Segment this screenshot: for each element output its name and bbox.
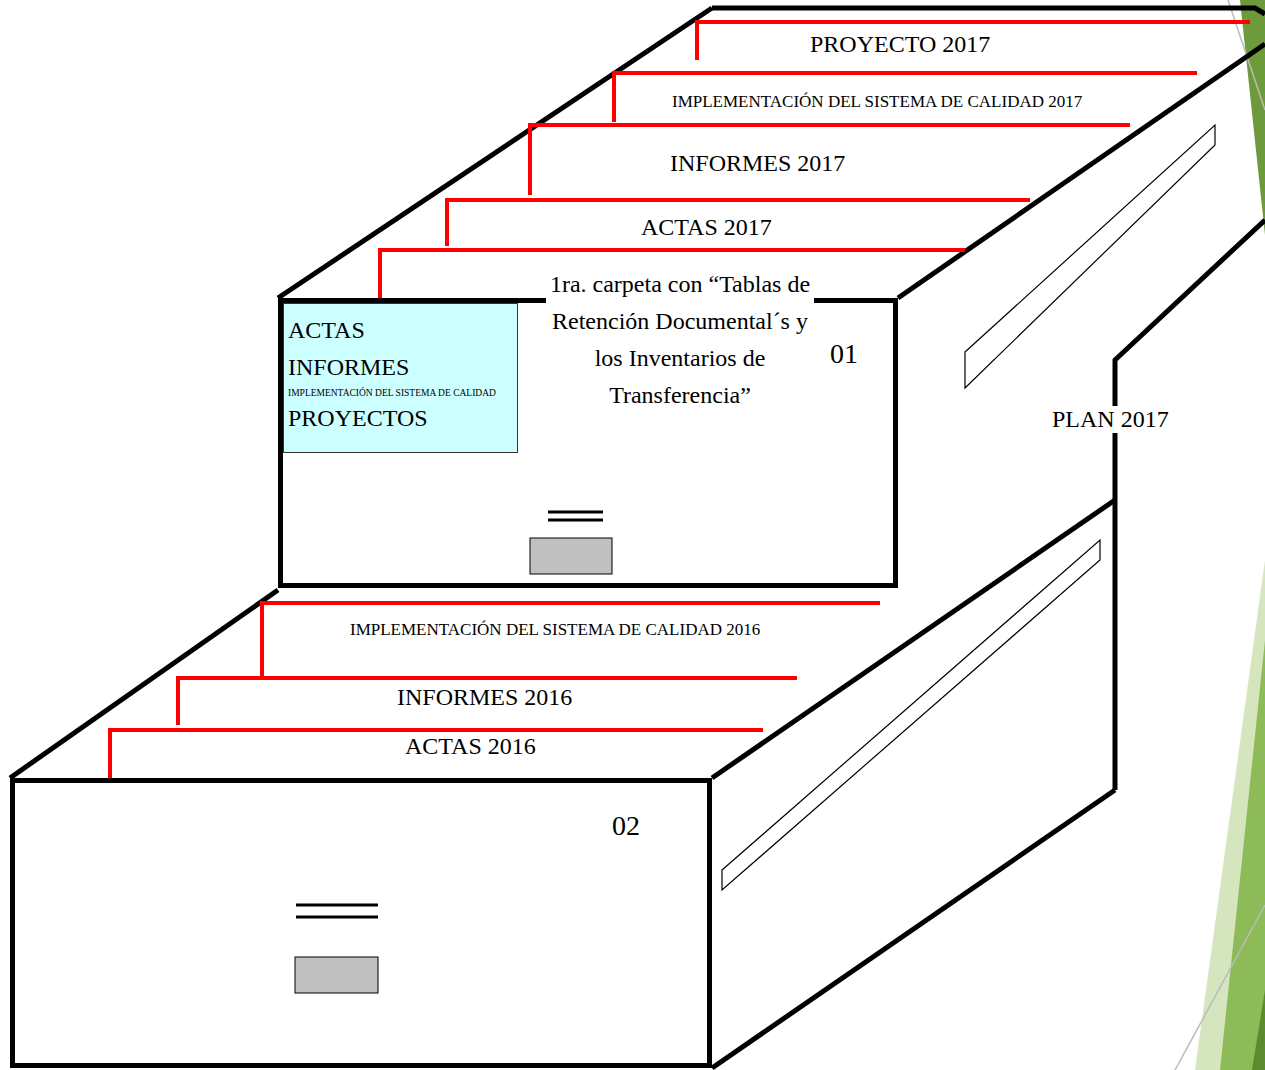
- folder-tab-label: PROYECTO 2017: [810, 31, 990, 58]
- index-entry: ACTAS: [288, 312, 513, 349]
- drawer-handle: [530, 512, 612, 574]
- index-entry: INFORMES: [288, 349, 513, 386]
- folder-tab-label: ACTAS 2016: [405, 733, 536, 760]
- folder-tab-label: IMPLEMENTACIÓN DEL SISTEMA DE CALIDAD 20…: [672, 92, 1082, 112]
- index-entry: PROYECTOS: [288, 400, 513, 437]
- slide-decoration: [1175, 0, 1265, 1070]
- index-entry: IMPLEMENTACIÓN DEL SISTEMA DE CALIDAD: [288, 386, 513, 400]
- drawer-front: 02: [10, 778, 712, 1068]
- folder-tab-label: INFORMES 2016: [397, 684, 572, 711]
- folder-note: 1ra. carpeta con “Tablas de Retención Do…: [546, 266, 814, 414]
- cabinet-outline: [10, 8, 1265, 1068]
- folder-tab-label: ACTAS 2017: [641, 214, 772, 241]
- side-slot: [722, 125, 1215, 890]
- green-band: [1240, 0, 1265, 235]
- folder-tab-label: INFORMES 2017: [670, 150, 845, 177]
- folder-tab-label: IMPLEMENTACIÓN DEL SISTEMA DE CALIDAD 20…: [350, 620, 760, 640]
- drawer-number: 01: [830, 338, 858, 370]
- drawer-number: 02: [612, 810, 640, 842]
- side-label: PLAN 2017: [1049, 406, 1172, 433]
- green-band: [1195, 560, 1265, 1070]
- thin-line: [1175, 905, 1265, 1070]
- green-band: [1252, 990, 1265, 1070]
- folder-tabs: [110, 22, 1250, 778]
- green-band: [1220, 640, 1265, 1070]
- index-card: ACTASINFORMESIMPLEMENTACIÓN DEL SISTEMA …: [283, 303, 518, 453]
- drawer-handle: [295, 905, 378, 993]
